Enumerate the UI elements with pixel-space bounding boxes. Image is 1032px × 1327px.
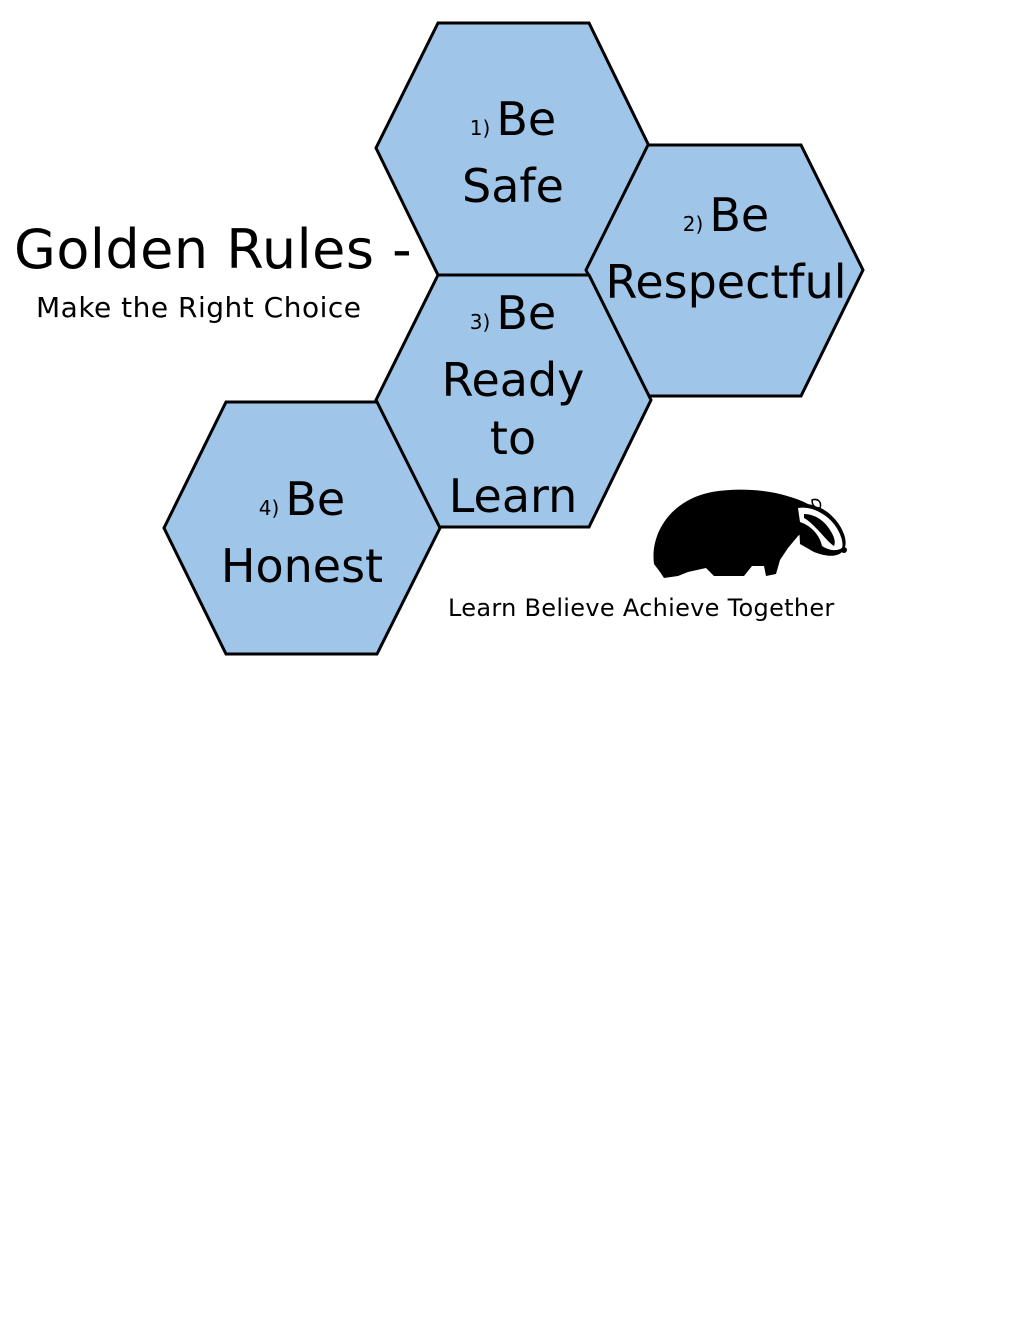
rule-be-safe: 1)Be Safe (376, 90, 650, 215)
rule-verb: Be (496, 286, 557, 340)
page-title: Golden Rules - (14, 218, 413, 281)
rule-word: Respectful (605, 255, 847, 309)
badger-icon (653, 489, 847, 578)
rule-be-honest: 4)Be Honest (164, 470, 440, 595)
rule-word: Honest (220, 539, 384, 593)
rule-word: Ready (441, 353, 585, 407)
rule-number: 4) (258, 496, 280, 520)
rule-be-respectful: 2)Be Respectful (586, 186, 866, 311)
rule-word: to (489, 411, 537, 465)
hexagon-be-ready-to-learn (374, 273, 653, 529)
rule-number: 3) (469, 310, 491, 334)
rule-word: Safe (462, 159, 564, 213)
rule-verb: Be (496, 92, 557, 146)
rule-number: 1) (469, 116, 491, 140)
page-subtitle: Make the Right Choice (36, 291, 362, 324)
hexagon-be-respectful (584, 143, 865, 398)
hexagon-be-honest (162, 400, 442, 656)
rule-verb: Be (285, 472, 346, 526)
rule-word: Learn (448, 469, 578, 523)
rule-verb: Be (709, 188, 770, 242)
rule-number: 2) (682, 212, 704, 236)
school-tagline: Learn Believe Achieve Together (448, 594, 835, 622)
rule-be-ready-to-learn: 3)Be Ready to Learn (376, 284, 650, 525)
